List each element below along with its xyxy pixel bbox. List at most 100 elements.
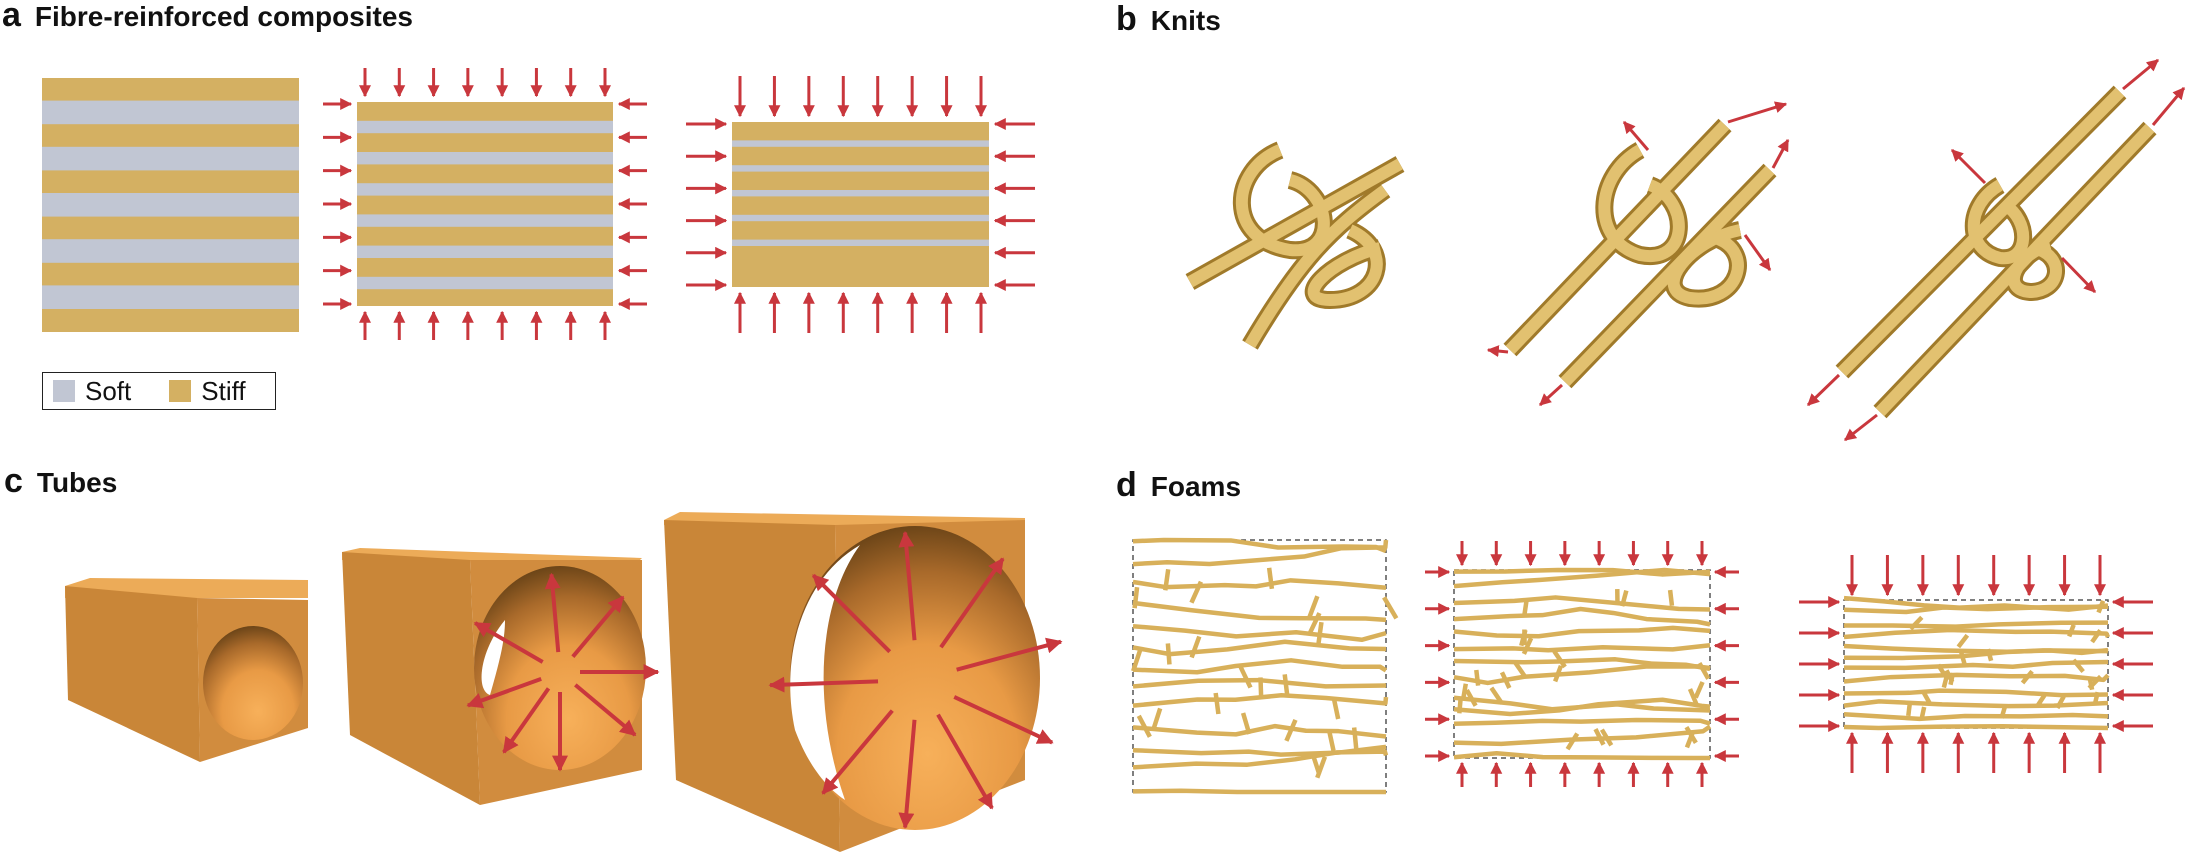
panel-d-label: Foams	[1150, 471, 1242, 502]
foam-strut	[1521, 637, 1534, 655]
stiff-layer	[357, 102, 613, 306]
foam-strut	[1620, 589, 1629, 607]
panel-b-title: b Knits	[1116, 0, 1221, 39]
foam-strut	[1908, 615, 1924, 631]
foam-strut	[2087, 674, 2103, 690]
foam-strut	[1165, 643, 1172, 665]
knit-stretched	[1486, 101, 1790, 407]
foam-strut	[1687, 688, 1699, 706]
foam-strut	[1453, 717, 1711, 727]
foam-strut	[1667, 589, 1675, 607]
foam-strut	[1310, 752, 1322, 775]
foam-strut	[1453, 751, 1710, 761]
foam-strut	[1693, 681, 1705, 699]
foam-strut	[1453, 664, 1711, 686]
foam-strut	[1457, 697, 1463, 714]
foam-strut	[1453, 625, 1711, 639]
foam-strut	[1189, 635, 1202, 659]
soft-layer	[357, 276, 613, 290]
foam-strut	[1132, 658, 1388, 675]
foam-strut	[1132, 539, 1389, 567]
foam-strut	[1959, 651, 1967, 665]
foam-strut	[1999, 705, 2008, 719]
foam-compressed-2	[1799, 555, 2153, 773]
expansion-arrow	[502, 687, 551, 754]
foam-strut	[1552, 649, 1567, 669]
soft-layer	[42, 146, 299, 171]
foam-strut	[1326, 729, 1336, 752]
panel-d-letter: d	[1116, 466, 1137, 504]
foam-strut	[1189, 580, 1203, 604]
foam-strut	[1593, 728, 1606, 746]
expansion-arrow	[956, 637, 1063, 672]
foam-strut	[1599, 728, 1614, 747]
foam-strut	[1132, 639, 1387, 657]
panel-a-letter: a	[2, 0, 21, 34]
foam-strut	[1132, 586, 1140, 609]
foam-strut	[1213, 692, 1221, 715]
panel-c-label: Tubes	[36, 467, 118, 498]
soft-layer	[732, 214, 989, 222]
foam-strut	[1258, 677, 1264, 699]
foam-strut	[1684, 730, 1696, 749]
foam-strut	[2092, 691, 2100, 705]
legend-stiff-label: Stiff	[201, 375, 246, 406]
expansion-arrow	[574, 683, 637, 737]
foam-strut	[1919, 706, 1927, 720]
legend-stiff-swatch	[169, 380, 192, 402]
expansion-arrow	[936, 713, 994, 810]
tube-expanded	[342, 548, 660, 805]
expansion-arrow	[466, 676, 542, 709]
foam-strut	[1266, 567, 1275, 590]
soft-layer	[732, 140, 989, 147]
foam-strut	[1489, 686, 1504, 705]
foam-strut	[1843, 723, 2109, 731]
foam-strut	[2020, 669, 2034, 685]
foam-strut	[1132, 723, 1387, 739]
expansion-arrow	[544, 572, 561, 653]
foam-strut	[1565, 732, 1580, 751]
foam-strut	[1941, 675, 1949, 689]
foam-strut	[1307, 595, 1320, 618]
foam-strut	[1238, 665, 1253, 689]
soft-layer	[732, 190, 989, 197]
foam-strut	[2035, 693, 2047, 708]
foam-strut	[2096, 600, 2106, 614]
soft-layer	[357, 214, 613, 227]
composite-compressed-1	[323, 68, 647, 340]
foam-strut	[1948, 672, 1956, 686]
foam-strut	[1132, 578, 1387, 590]
foam-strut	[1521, 600, 1529, 617]
foam-strut	[1307, 612, 1322, 636]
foam-strut	[1132, 693, 1389, 708]
foam-strut	[1284, 718, 1298, 742]
soft-layer	[42, 285, 299, 309]
expansion-arrow	[811, 573, 892, 654]
stiff-layer	[732, 122, 989, 287]
foam-strut	[1316, 621, 1324, 644]
foam-strut	[1843, 672, 2110, 684]
foam-strut	[1132, 749, 1389, 770]
foam-strut	[1453, 606, 1711, 627]
expansion-arrow	[571, 595, 625, 658]
panel-b-label: Knits	[1150, 5, 1221, 36]
foam-strut	[1956, 633, 1970, 649]
foam-strut	[1136, 714, 1152, 738]
foam-strut	[1131, 649, 1143, 672]
foam-strut	[1519, 629, 1528, 647]
foam-strut	[1132, 623, 1387, 643]
foam-strut	[1453, 595, 1711, 612]
foam-strut	[1453, 643, 1711, 653]
panel-b-letter: b	[1116, 0, 1137, 38]
knit-relaxed	[1185, 141, 1405, 350]
soft-layer	[357, 152, 613, 165]
tube-largest	[664, 512, 1063, 852]
soft-layer	[357, 183, 613, 196]
legend-soft: Soft	[53, 376, 131, 407]
foam-strut	[2055, 695, 2066, 710]
foam-strut	[1512, 660, 1528, 679]
expansion-arrow	[939, 557, 1005, 649]
panel-c-letter: c	[4, 462, 23, 500]
